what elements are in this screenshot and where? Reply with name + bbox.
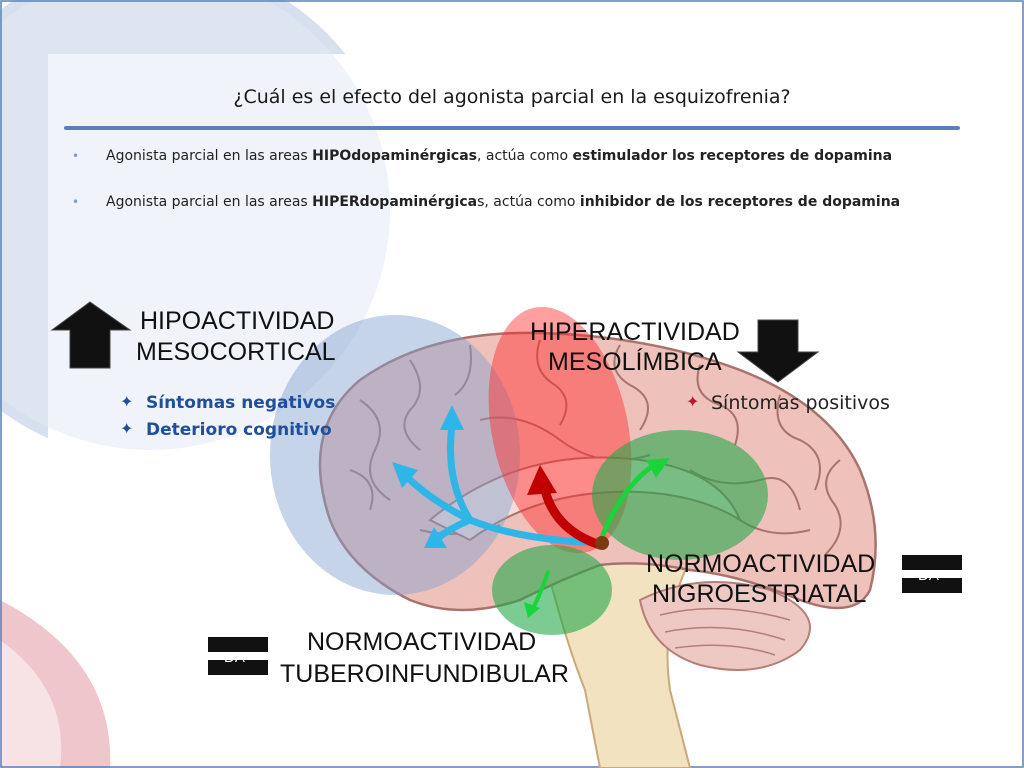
bullet-list: • Agonista parcial en las areas HIPOdopa… (72, 146, 1002, 238)
bullet-item-2: • Agonista parcial en las areas HIPERdop… (72, 192, 1002, 212)
vta-origin-dot (595, 536, 609, 550)
nigrostriatal-label-line1: NORMOACTIVIDAD (646, 550, 875, 578)
background-pink-highlight (0, 640, 62, 768)
da-badge-stripe (208, 652, 268, 660)
down-arrow-icon (736, 319, 820, 383)
tuberoinfundibular-label-line2: TUBEROINFUNDIBULAR (280, 660, 569, 688)
bullet-2-text-mid: s, actúa como (477, 194, 580, 210)
mesocortical-label-line1: HIPOACTIVIDAD (140, 307, 334, 335)
mesocortical-arrowheads (392, 405, 464, 548)
nigrostriatal-region-highlight (592, 430, 768, 560)
cerebellum-illustration (638, 581, 811, 671)
bullet-dot-icon: • (72, 149, 80, 163)
mesolimbic-pathway-arrow (540, 485, 605, 550)
bullet-1-text-pre: Agonista parcial en las areas (106, 148, 313, 164)
bullet-2-text-pre: Agonista parcial en las areas (106, 194, 313, 210)
mesolimbic-label-line2: MESOLÍMBICA (548, 347, 722, 376)
tuberoinfundibular-region-highlight (492, 545, 612, 635)
nigrostriatal-pathway-arrow (597, 465, 653, 545)
bullet-2-bold-1: HIPERdopaminérgica (312, 194, 478, 210)
bullet-1-bold-2: estimulador los receptores de dopamina (572, 148, 893, 164)
tuberoinfundibular-label-line1: NORMOACTIVIDAD (307, 628, 536, 656)
star-bullet-icon: ✦ (686, 392, 699, 411)
da-badge-stripe (902, 570, 962, 578)
arrowhead-icon (440, 405, 464, 430)
star-bullet-icon: ✦ (120, 392, 133, 411)
bullet-1-bold-1: HIPOdopaminérgicas (312, 148, 477, 164)
bullet-2-bold-2: inhibidor de los receptores de dopamina (579, 194, 901, 210)
up-arrow-icon (50, 301, 132, 369)
bullet-1-text-mid: , actúa como (477, 148, 573, 164)
symptom-cognitive-label: Deterioro cognitivo (146, 420, 332, 440)
nigrostriatal-arrowhead-icon (646, 458, 670, 478)
mesolimbic-label-line1: HIPERACTIVIDAD (530, 318, 740, 346)
bullet-dot-icon: • (72, 195, 80, 209)
arrowhead-icon (424, 527, 447, 548)
star-bullet-icon: ✦ (120, 419, 133, 438)
cerebellum-folds (659, 607, 791, 656)
slide-title: ¿Cuál es el efecto del agonista parcial … (233, 86, 791, 108)
symptom-negative-label: Síntomas negativos (146, 393, 335, 413)
tuberoinfundibular-arrowhead-icon (524, 602, 540, 618)
da-badge-tuberoinfundibular-text: DA (224, 649, 245, 666)
da-badge-nigrostriatal-text: DA (918, 567, 939, 584)
symptom-positive-label: Síntomas positivos (711, 392, 890, 414)
mesolimbic-arrowhead-icon (527, 465, 557, 495)
bullet-item-1: • Agonista parcial en las areas HIPOdopa… (72, 146, 1002, 166)
nigrostriatal-label-line2: NIGROESTRIATAL (652, 580, 866, 608)
tuberoinfundibular-pathway-arrow (531, 570, 550, 610)
arrowhead-icon (392, 462, 418, 488)
mesocortical-label-line2: MESOCORTICAL (136, 338, 336, 366)
